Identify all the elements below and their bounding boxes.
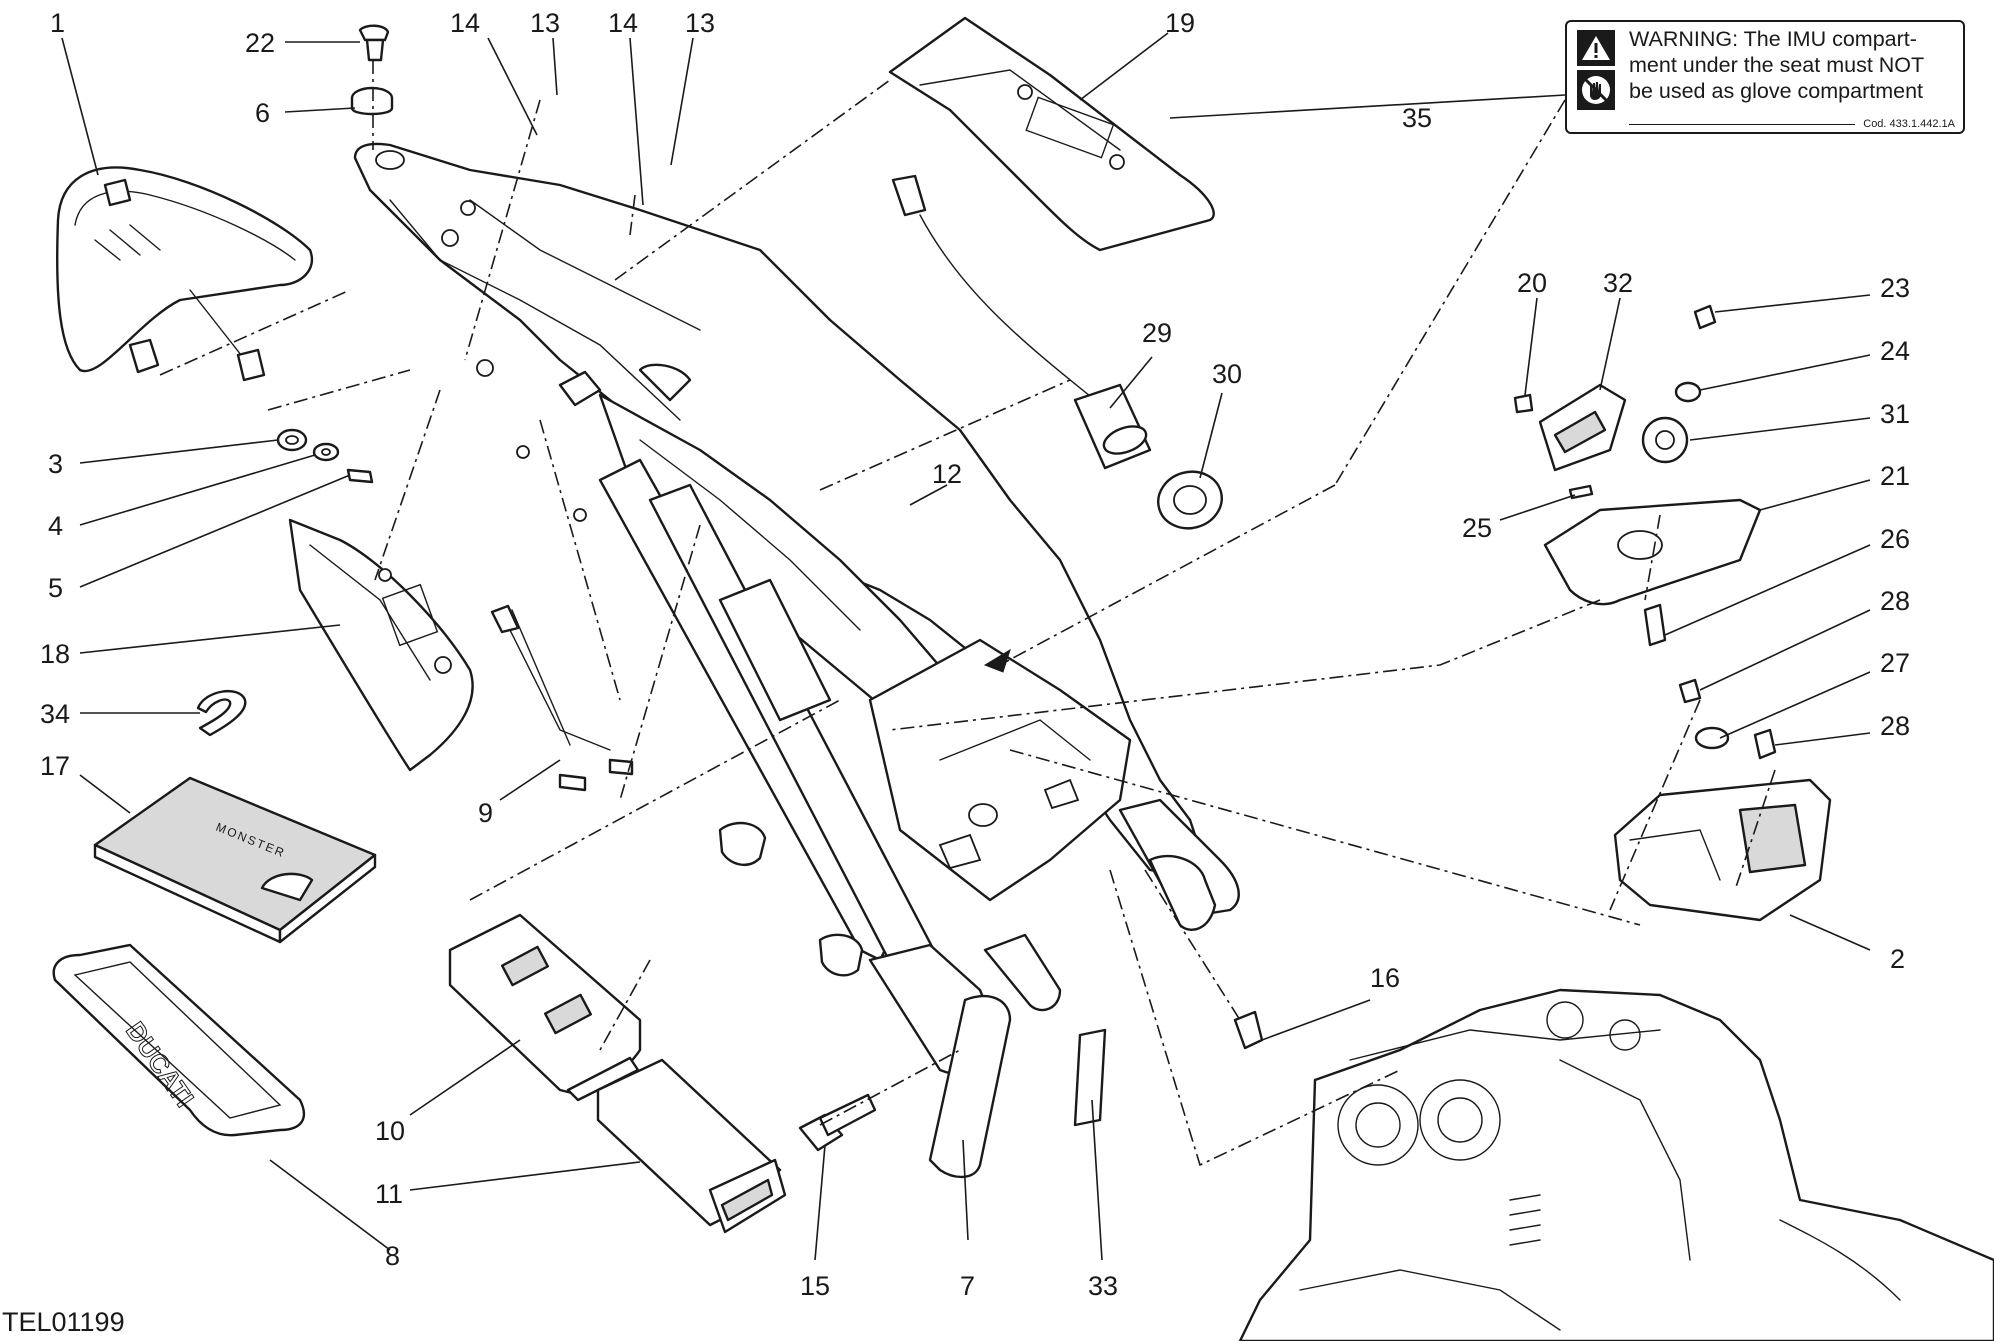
tail-light-part: [56, 166, 313, 382]
usb-cap-part: [1157, 470, 1223, 530]
callout-18: 18: [40, 639, 70, 669]
grommet-31-part: [1641, 416, 1689, 464]
callout-33: 33: [1088, 1271, 1118, 1301]
callout-27: 27: [1880, 648, 1910, 678]
warning-line-3: be used as glove compartment: [1629, 79, 1923, 103]
callout-4: 4: [48, 511, 63, 541]
screw-23-part: [1693, 304, 1717, 330]
warning-label-code: Cod. 433.1.442.1A: [1863, 118, 1955, 130]
callout-30: 30: [1212, 359, 1242, 389]
washer-part: [312, 442, 340, 462]
callout-26: 26: [1880, 524, 1910, 554]
callout-12: 12: [932, 459, 962, 489]
callout-9: 9: [478, 798, 493, 828]
callout-28a: 28: [1880, 586, 1910, 616]
callout-6: 6: [255, 98, 270, 128]
imu-sensor-part: [1538, 383, 1627, 472]
assembly-guide-lines: [159, 60, 1776, 1167]
bolt-part: [798, 1093, 877, 1152]
helmet-cable-part: [490, 604, 634, 792]
callout-8: 8: [385, 1241, 400, 1271]
rear-subframe-part: [353, 142, 1240, 1179]
seat-pad-part: DUCATI: [52, 943, 306, 1137]
warning-line-2: ment under the seat must NOT: [1629, 53, 1925, 77]
retainer-clip-part: [1513, 393, 1534, 414]
warning-triangle-icon: [1577, 30, 1615, 66]
usb-socket-part: [891, 174, 1152, 470]
callout-21: 21: [1880, 461, 1910, 491]
callout-32: 32: [1603, 268, 1633, 298]
tool-bag-part: [596, 1058, 787, 1234]
warning-line-1: WARNING: The IMU compart-: [1629, 27, 1917, 51]
side-cover-part: [288, 518, 474, 772]
warning-label-rule: [1629, 124, 1855, 125]
imu-tray-part: [1543, 498, 1762, 606]
callout-20: 20: [1517, 268, 1547, 298]
callout-35: 35: [1402, 103, 1432, 133]
warning-label-icons: [1577, 30, 1615, 110]
cover-panel-part: [888, 16, 1215, 252]
screw-28-upper-part: [1678, 678, 1702, 704]
callout-7: 7: [960, 1271, 975, 1301]
glove-prohibited-icon: [1577, 70, 1615, 110]
callout-11: 11: [375, 1179, 403, 1209]
washer-24-part: [1674, 381, 1702, 403]
callout-10: 10: [375, 1116, 405, 1146]
callout-15: 15: [800, 1271, 830, 1301]
callout-5: 5: [48, 573, 63, 603]
engine-block-part: [1238, 988, 1994, 1341]
warning-label-text: WARNING: The IMU compart- ment under the…: [1629, 26, 1959, 104]
callout-25: 25: [1462, 513, 1492, 543]
callout-17: 17: [40, 751, 70, 781]
screw-28-lower-part: [1753, 728, 1777, 760]
grommet-part: [350, 86, 394, 116]
callout-leaders: [61, 32, 1871, 1261]
grommet-small-part: [276, 428, 308, 452]
screw-part: [346, 468, 374, 484]
clamp-part: [196, 690, 247, 737]
battery-box-part: [1613, 778, 1832, 922]
callout-numbers: 1 22 6 14 13 14 13 19 35 20 32 23 24 31 …: [40, 8, 1910, 1301]
callout-24: 24: [1880, 336, 1910, 366]
callout-3: 3: [48, 449, 63, 479]
warning-label: WARNING: The IMU compart- ment under the…: [1565, 20, 1965, 134]
label-strip-part: [1073, 1028, 1107, 1127]
callout-28b: 28: [1880, 711, 1910, 741]
callout-16: 16: [1370, 963, 1400, 993]
callout-1: 1: [50, 8, 65, 38]
callout-14b: 14: [608, 8, 638, 38]
callout-14a: 14: [450, 8, 480, 38]
callout-31: 31: [1880, 399, 1910, 429]
drawing-id: TEL01199: [2, 1307, 125, 1337]
callout-13a: 13: [530, 8, 560, 38]
callout-19: 19: [1165, 8, 1195, 38]
tab-washer-part: [1568, 484, 1594, 500]
screw-26-part: [1643, 603, 1667, 647]
callout-29: 29: [1142, 318, 1172, 348]
callout-34: 34: [40, 699, 70, 729]
callout-22: 22: [245, 28, 275, 58]
plug-part: [358, 24, 390, 62]
callout-23: 23: [1880, 273, 1910, 303]
callout-13b: 13: [685, 8, 715, 38]
tool-pouch-part: [448, 913, 642, 1102]
washer-27-part: [1694, 726, 1730, 750]
callout-2: 2: [1890, 944, 1905, 974]
owners-manual-part: MONSTER: [93, 776, 377, 944]
